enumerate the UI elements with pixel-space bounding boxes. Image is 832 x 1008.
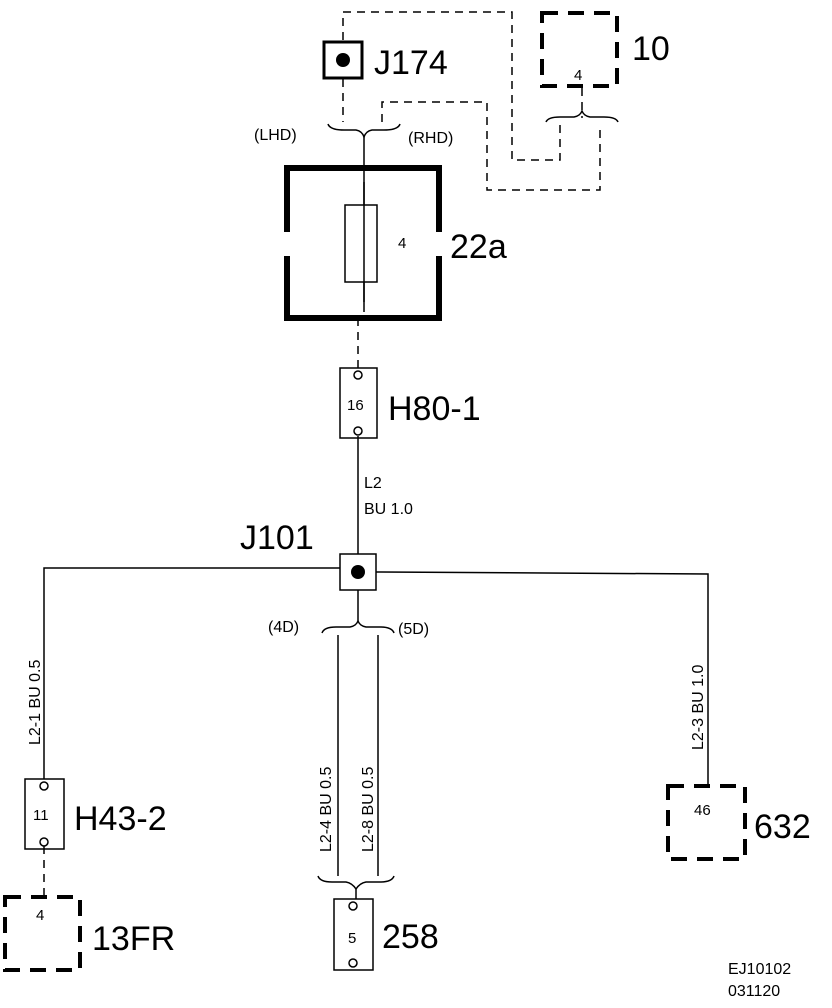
connector-10-label: 10 bbox=[632, 30, 670, 68]
connector-632-box bbox=[666, 784, 747, 861]
lhd-label: (LHD) bbox=[254, 127, 297, 144]
h80-label: H80-1 bbox=[388, 390, 481, 428]
wire-l2-3-label: L2-3 BU 1.0 bbox=[690, 665, 707, 750]
connector-10-box bbox=[540, 11, 619, 88]
connector-258 bbox=[333, 898, 374, 971]
j174-label: J174 bbox=[374, 44, 448, 82]
connector-632-pin: 46 bbox=[694, 802, 711, 819]
fuse-pin: 4 bbox=[398, 235, 406, 252]
j101-label: J101 bbox=[240, 519, 314, 557]
wire-bus-left bbox=[43, 567, 340, 785]
fuse-box-22a bbox=[284, 165, 442, 321]
doc-id: EJ10102 bbox=[728, 961, 791, 978]
wire-l2-8-label: L2-8 BU 0.5 bbox=[360, 767, 377, 852]
j101-splice bbox=[339, 553, 377, 591]
connector-h43-2 bbox=[24, 778, 65, 850]
rhd-label: (RHD) bbox=[408, 130, 453, 147]
variant-4d-label: (4D) bbox=[268, 619, 299, 636]
h43-pin: 11 bbox=[33, 807, 49, 824]
connector-632-label: 632 bbox=[754, 808, 811, 846]
connector-13fr-label: 13FR bbox=[92, 920, 175, 958]
variant-5d-label: (5D) bbox=[398, 621, 429, 638]
fuse-element bbox=[344, 204, 378, 283]
fuse-label: 22a bbox=[450, 228, 507, 266]
connector-13fr-box bbox=[3, 895, 82, 972]
wire-l2-id: L2 bbox=[364, 475, 382, 492]
wire-l2-4-label: L2-4 BU 0.5 bbox=[318, 767, 335, 852]
h43-label: H43-2 bbox=[74, 800, 167, 838]
wire-bus-right bbox=[375, 571, 709, 786]
dashed-wires-top bbox=[342, 11, 601, 191]
doc-date: 031120 bbox=[728, 983, 780, 1000]
wire-l2-spec: BU 1.0 bbox=[364, 501, 413, 518]
j174-splice bbox=[322, 40, 364, 80]
connector-13fr-pin: 4 bbox=[36, 907, 44, 924]
wire-l2-1-label: L2-1 BU 0.5 bbox=[27, 660, 44, 745]
connector-10-pin: 4 bbox=[574, 67, 582, 84]
h80-pin: 16 bbox=[347, 397, 364, 414]
connector-258-pin: 5 bbox=[348, 930, 356, 947]
connector-258-label: 258 bbox=[382, 918, 439, 956]
